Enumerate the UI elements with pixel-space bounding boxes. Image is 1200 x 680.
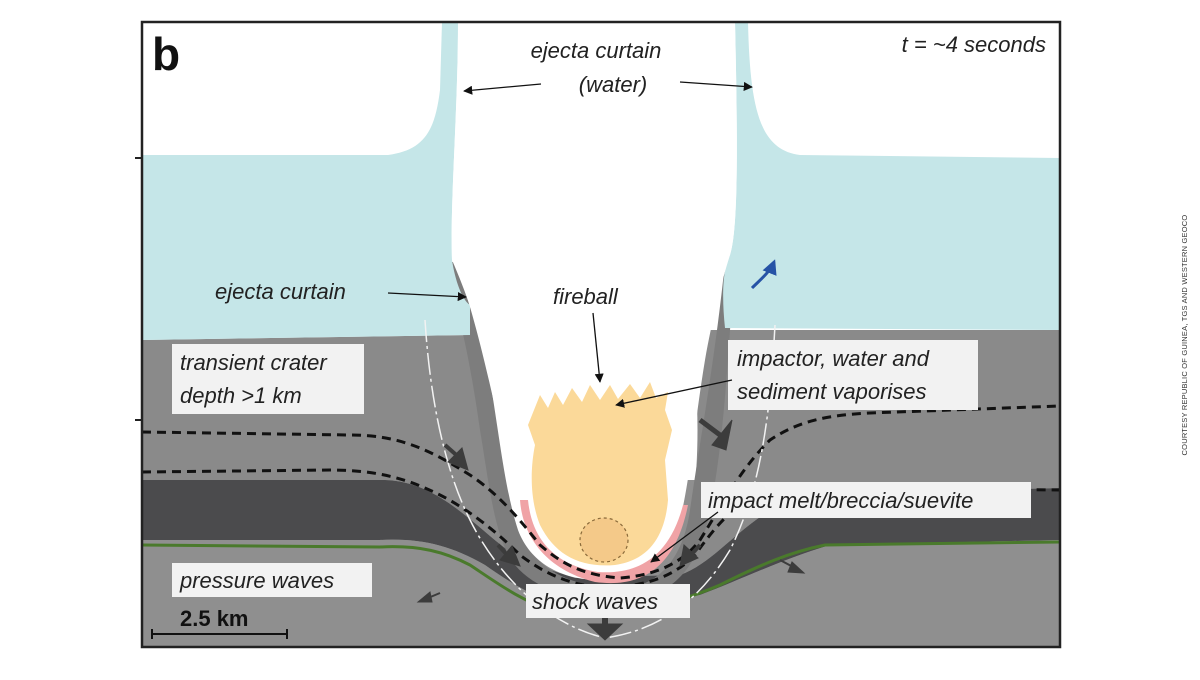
pointer-ejecta-curtain	[387, 292, 467, 302]
label-vapor-line1: impactor, water and	[737, 346, 930, 371]
motion-arrow-head	[711, 419, 733, 451]
pointer-fireball	[592, 312, 604, 383]
dashed-layer-top	[142, 404, 1060, 580]
pointer-melt	[650, 511, 719, 563]
motion-arrow-head	[499, 545, 521, 567]
pressure-label-box	[172, 563, 372, 597]
label-transient-line1: transient crater	[180, 350, 328, 375]
label-ejecta-water-line1: ejecta curtain	[531, 38, 662, 63]
fireball-body	[528, 382, 672, 566]
water-flow-arrow	[750, 259, 777, 290]
melt-label-box	[701, 482, 1031, 518]
motion-arrow-head	[586, 623, 624, 641]
label-melt: impact melt/breccia/suevite	[708, 488, 973, 513]
vapor-label-box	[728, 340, 978, 410]
label-ejecta-curtain: ejecta curtain	[215, 279, 346, 304]
credit-text: COURTESY REPUBLIC OF GUINEA, TGS AND WES…	[1180, 214, 1189, 456]
shock-label-box	[526, 584, 690, 618]
impact-melt-rim	[520, 500, 688, 584]
panel-letter: b	[152, 28, 180, 80]
motion-arrow-head	[416, 591, 433, 603]
motion-arrows	[416, 418, 806, 641]
label-ejecta-water-line2: (water)	[579, 72, 647, 97]
motion-arrow-head	[679, 544, 699, 567]
frame-border	[140, 20, 1062, 649]
label-fireball: fireball	[553, 284, 619, 309]
label-pressure: pressure waves	[179, 568, 334, 593]
motion-arrow-head	[787, 561, 806, 574]
pointer-vapor	[615, 379, 733, 408]
water-left	[142, 22, 470, 340]
time-label: t = ~4 seconds	[902, 32, 1046, 57]
pointer-ejecta-left	[463, 83, 542, 95]
transient-label-box	[172, 344, 364, 414]
label-shock: shock waves	[532, 589, 658, 614]
impactor-remnant	[579, 517, 629, 563]
motion-arrow	[698, 418, 722, 437]
scale-label: 2.5 km	[180, 606, 249, 631]
label-vapor-line2: sediment vaporises	[737, 379, 927, 404]
water-right	[723, 22, 1060, 330]
label-transient-line2: depth >1 km	[180, 383, 302, 408]
pointer-ejecta-right	[679, 81, 753, 91]
motion-arrow-head	[447, 447, 469, 471]
